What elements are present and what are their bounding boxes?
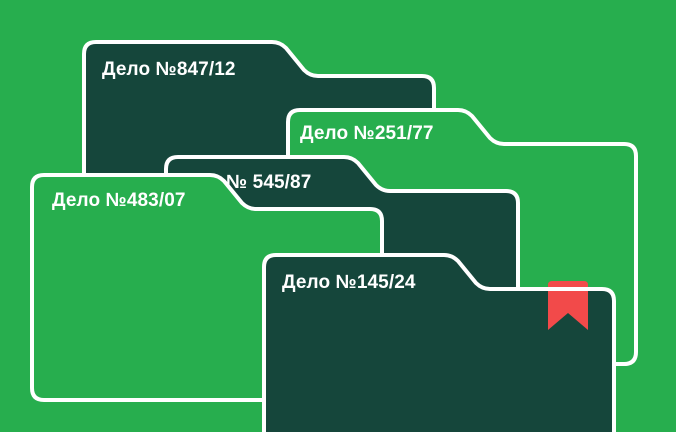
- folder-label-545-87: № 545/87: [226, 172, 312, 193]
- folder-label-483-07: Дело №483/07: [52, 190, 186, 211]
- bookmark-icon: [548, 281, 588, 330]
- folder-label-847-12: Дело №847/12: [102, 59, 236, 80]
- folder-label-145-24: Дело №145/24: [282, 272, 416, 293]
- folder-label-251-77: Дело №251/77: [300, 123, 434, 144]
- folder-145-24[interactable]: [262, 253, 616, 432]
